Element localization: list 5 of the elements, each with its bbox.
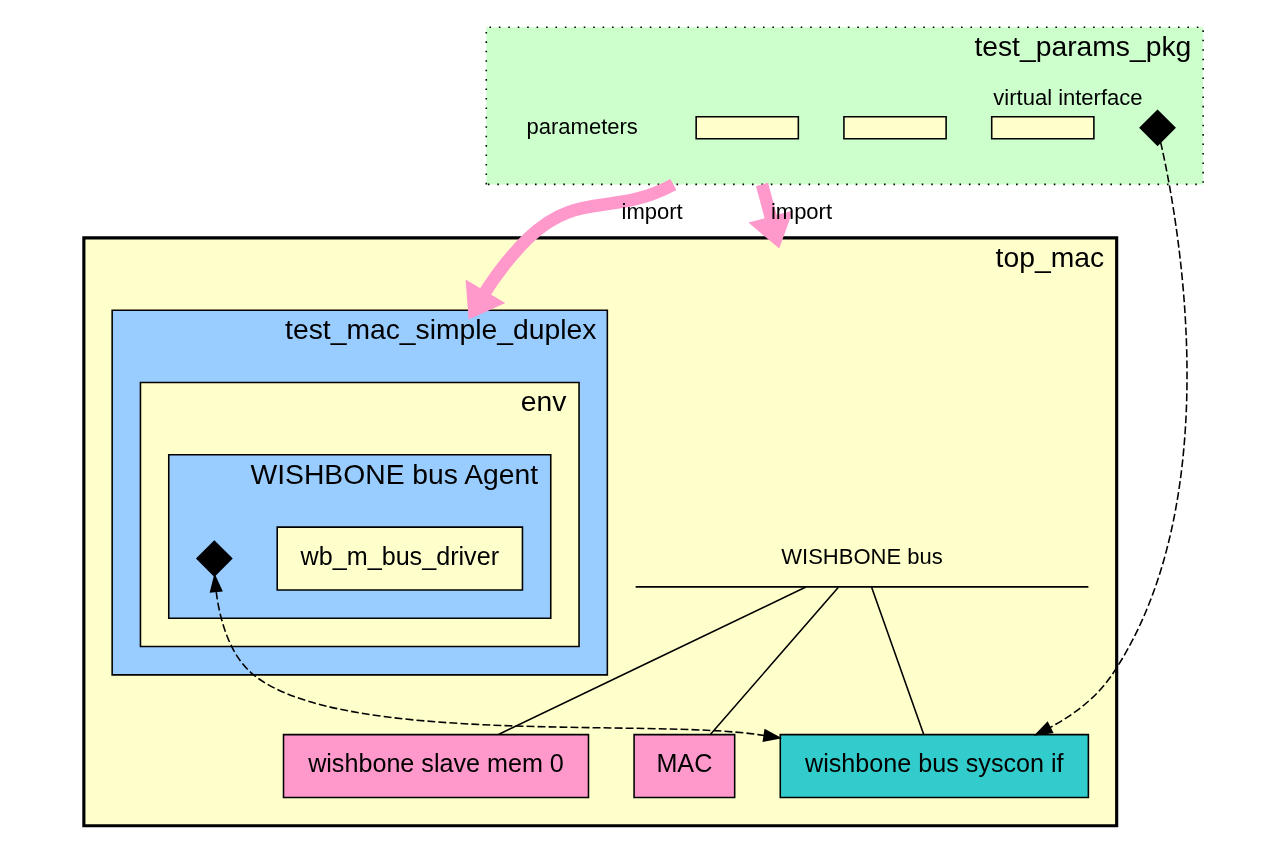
edge-label: import <box>621 199 683 225</box>
label: parameters <box>526 113 638 139</box>
node-text: WISHBONE bus <box>781 544 943 570</box>
edge-label: import <box>770 199 833 225</box>
node-label: virtual interface <box>993 84 1143 110</box>
